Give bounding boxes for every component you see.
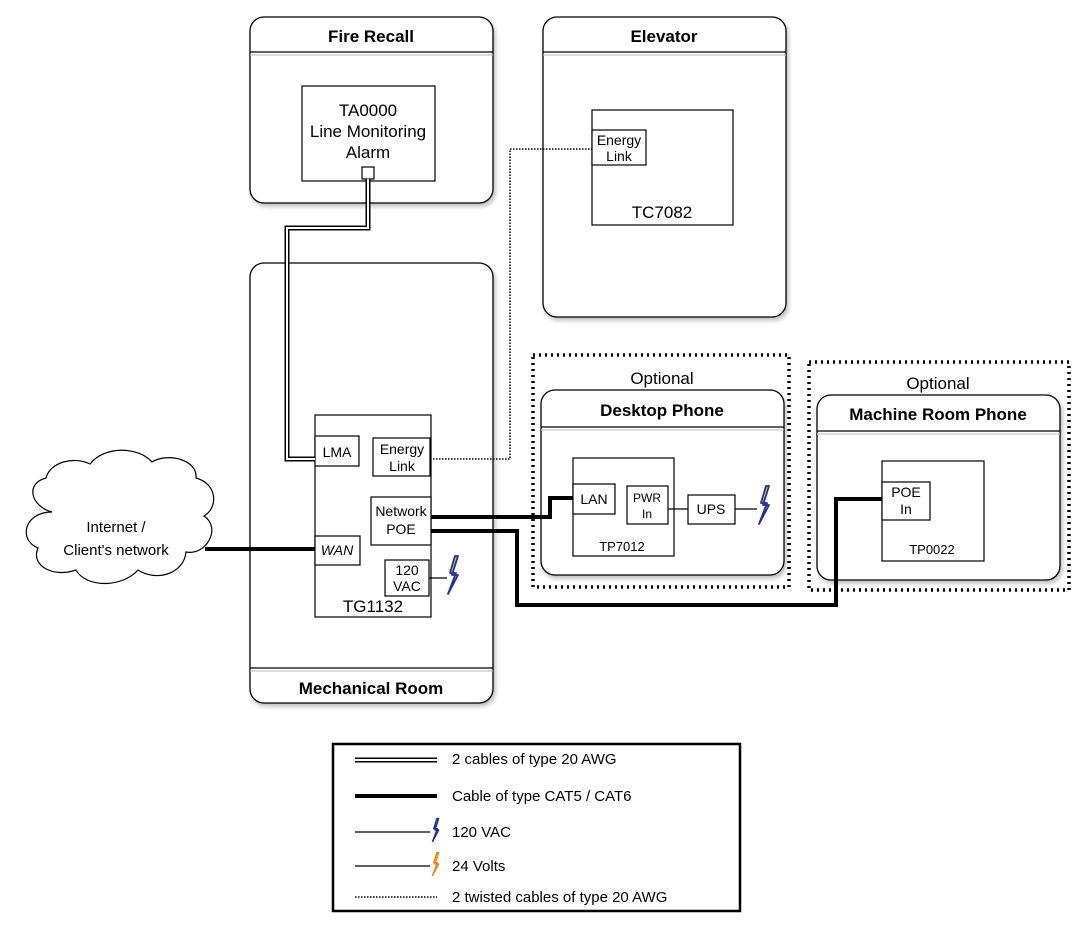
- elevator-room: Elevator Energy Link TC7082: [542, 16, 787, 318]
- tg1132-energy-link-line2: Link: [389, 458, 416, 474]
- fire-recall-title: Fire Recall: [328, 27, 414, 46]
- tg1132-energy-link-line1: Energy: [380, 441, 424, 457]
- tp7012-pwr-line2: In: [642, 507, 652, 521]
- legend: 2 cables of type 20 AWG Cable of type CA…: [331, 742, 742, 913]
- mechanical-room-title: Mechanical Room: [299, 679, 444, 698]
- tp7012-pwr-line1: PWR: [633, 491, 661, 505]
- desktop-optional-border: [531, 353, 791, 589]
- desktop-optional-label: Optional: [630, 369, 693, 388]
- tc7082-name: TC7082: [632, 203, 692, 222]
- legend-item-dotted-line: 2 twisted cables of type 20 AWG: [355, 889, 667, 906]
- desktop-phone-room: Optional Desktop Phone LAN PWR In TP7012…: [531, 353, 791, 589]
- legend-item-120vac: 120 VAC: [355, 817, 511, 843]
- tg1132-network-poe-line2: POE: [386, 521, 416, 537]
- desktop-phone-title: Desktop Phone: [600, 401, 724, 420]
- legend-label-thick-line: Cable of type CAT5 / CAT6: [452, 788, 632, 805]
- tp0022-poe-line1: POE: [891, 484, 921, 500]
- legend-bolt-blue-icon: [431, 817, 440, 843]
- tp0022-poe-line2: In: [900, 501, 912, 517]
- fire-recall-room: Fire Recall TA0000 Line Monitoring Alarm: [249, 16, 494, 204]
- power-bolt-tg1132-icon: [447, 555, 459, 595]
- legend-label-dotted-line: 2 twisted cables of type 20 AWG: [452, 889, 667, 906]
- tp0022-name: TP0022: [909, 542, 955, 557]
- elevator-title: Elevator: [630, 27, 697, 46]
- machine-optional-label: Optional: [906, 374, 969, 393]
- tg1132-network-poe-port: [370, 496, 432, 546]
- tc7082-energy-link-line1: Energy: [597, 132, 641, 148]
- tp7012-name: TP7012: [599, 539, 645, 554]
- tp7012-pwr-in-port: [626, 485, 669, 525]
- internet-cloud: Internet / Client's network: [25, 449, 215, 584]
- tg1132-lma-label: LMA: [323, 444, 352, 460]
- tg1132-network-poe-line1: Network: [375, 503, 427, 519]
- ta0000-line2: Line Monitoring: [310, 122, 426, 141]
- machine-room-phone-room: Optional Machine Room Phone POE In TP002…: [807, 360, 1071, 592]
- twisted-cable-energy-link: [430, 148, 592, 460]
- tg1132-name: TG1132: [343, 597, 403, 616]
- machine-optional-border: [807, 360, 1071, 592]
- legend-item-24v: 24 Volts: [355, 851, 505, 877]
- tg1132-lma-port: [314, 435, 360, 467]
- legend-item-double-line: 2 cables of type 20 AWG: [355, 751, 617, 768]
- legend-label-24v: 24 Volts: [452, 858, 505, 875]
- tc7082-energy-link-line2: Link: [606, 148, 633, 164]
- legend-label-120vac: 120 VAC: [452, 824, 511, 841]
- cloud-line2: Client's network: [63, 542, 169, 559]
- tp7012-lan-label: LAN: [580, 491, 607, 507]
- machine-room-phone-title: Machine Room Phone: [849, 405, 1027, 424]
- legend-label-double-line: 2 cables of type 20 AWG: [452, 751, 617, 768]
- legend-item-thick-line: Cable of type CAT5 / CAT6: [355, 788, 632, 805]
- cat-cable-machine-phone: [431, 497, 882, 607]
- tc7082-device: [591, 109, 734, 226]
- double-cable-ta0000-lma: [284, 179, 371, 462]
- mechanical-room: Mechanical Room LMA Energy Link Network …: [249, 262, 494, 704]
- tg1132-vac-line2: VAC: [393, 578, 421, 594]
- ta0000-line1: TA0000: [339, 101, 397, 120]
- power-bolt-ups-icon: [758, 485, 770, 525]
- cloud-line1: Internet /: [86, 519, 146, 536]
- ta0000-port: [361, 166, 375, 180]
- tc7082-energy-link-port: [591, 129, 647, 166]
- ta0000-line3: Alarm: [346, 143, 390, 162]
- ups-label: UPS: [697, 501, 726, 517]
- legend-bolt-orange-icon: [431, 851, 440, 877]
- ta0000-device: [301, 85, 436, 182]
- cat-cable-desktop-phone: [431, 496, 573, 519]
- tg1132-wan-label: WAN: [321, 542, 354, 558]
- tg1132-vac-line1: 120: [395, 562, 419, 578]
- tg1132-wan-port: [314, 535, 361, 566]
- ups-box: [687, 494, 736, 525]
- tg1132-energy-link-port: [372, 437, 431, 477]
